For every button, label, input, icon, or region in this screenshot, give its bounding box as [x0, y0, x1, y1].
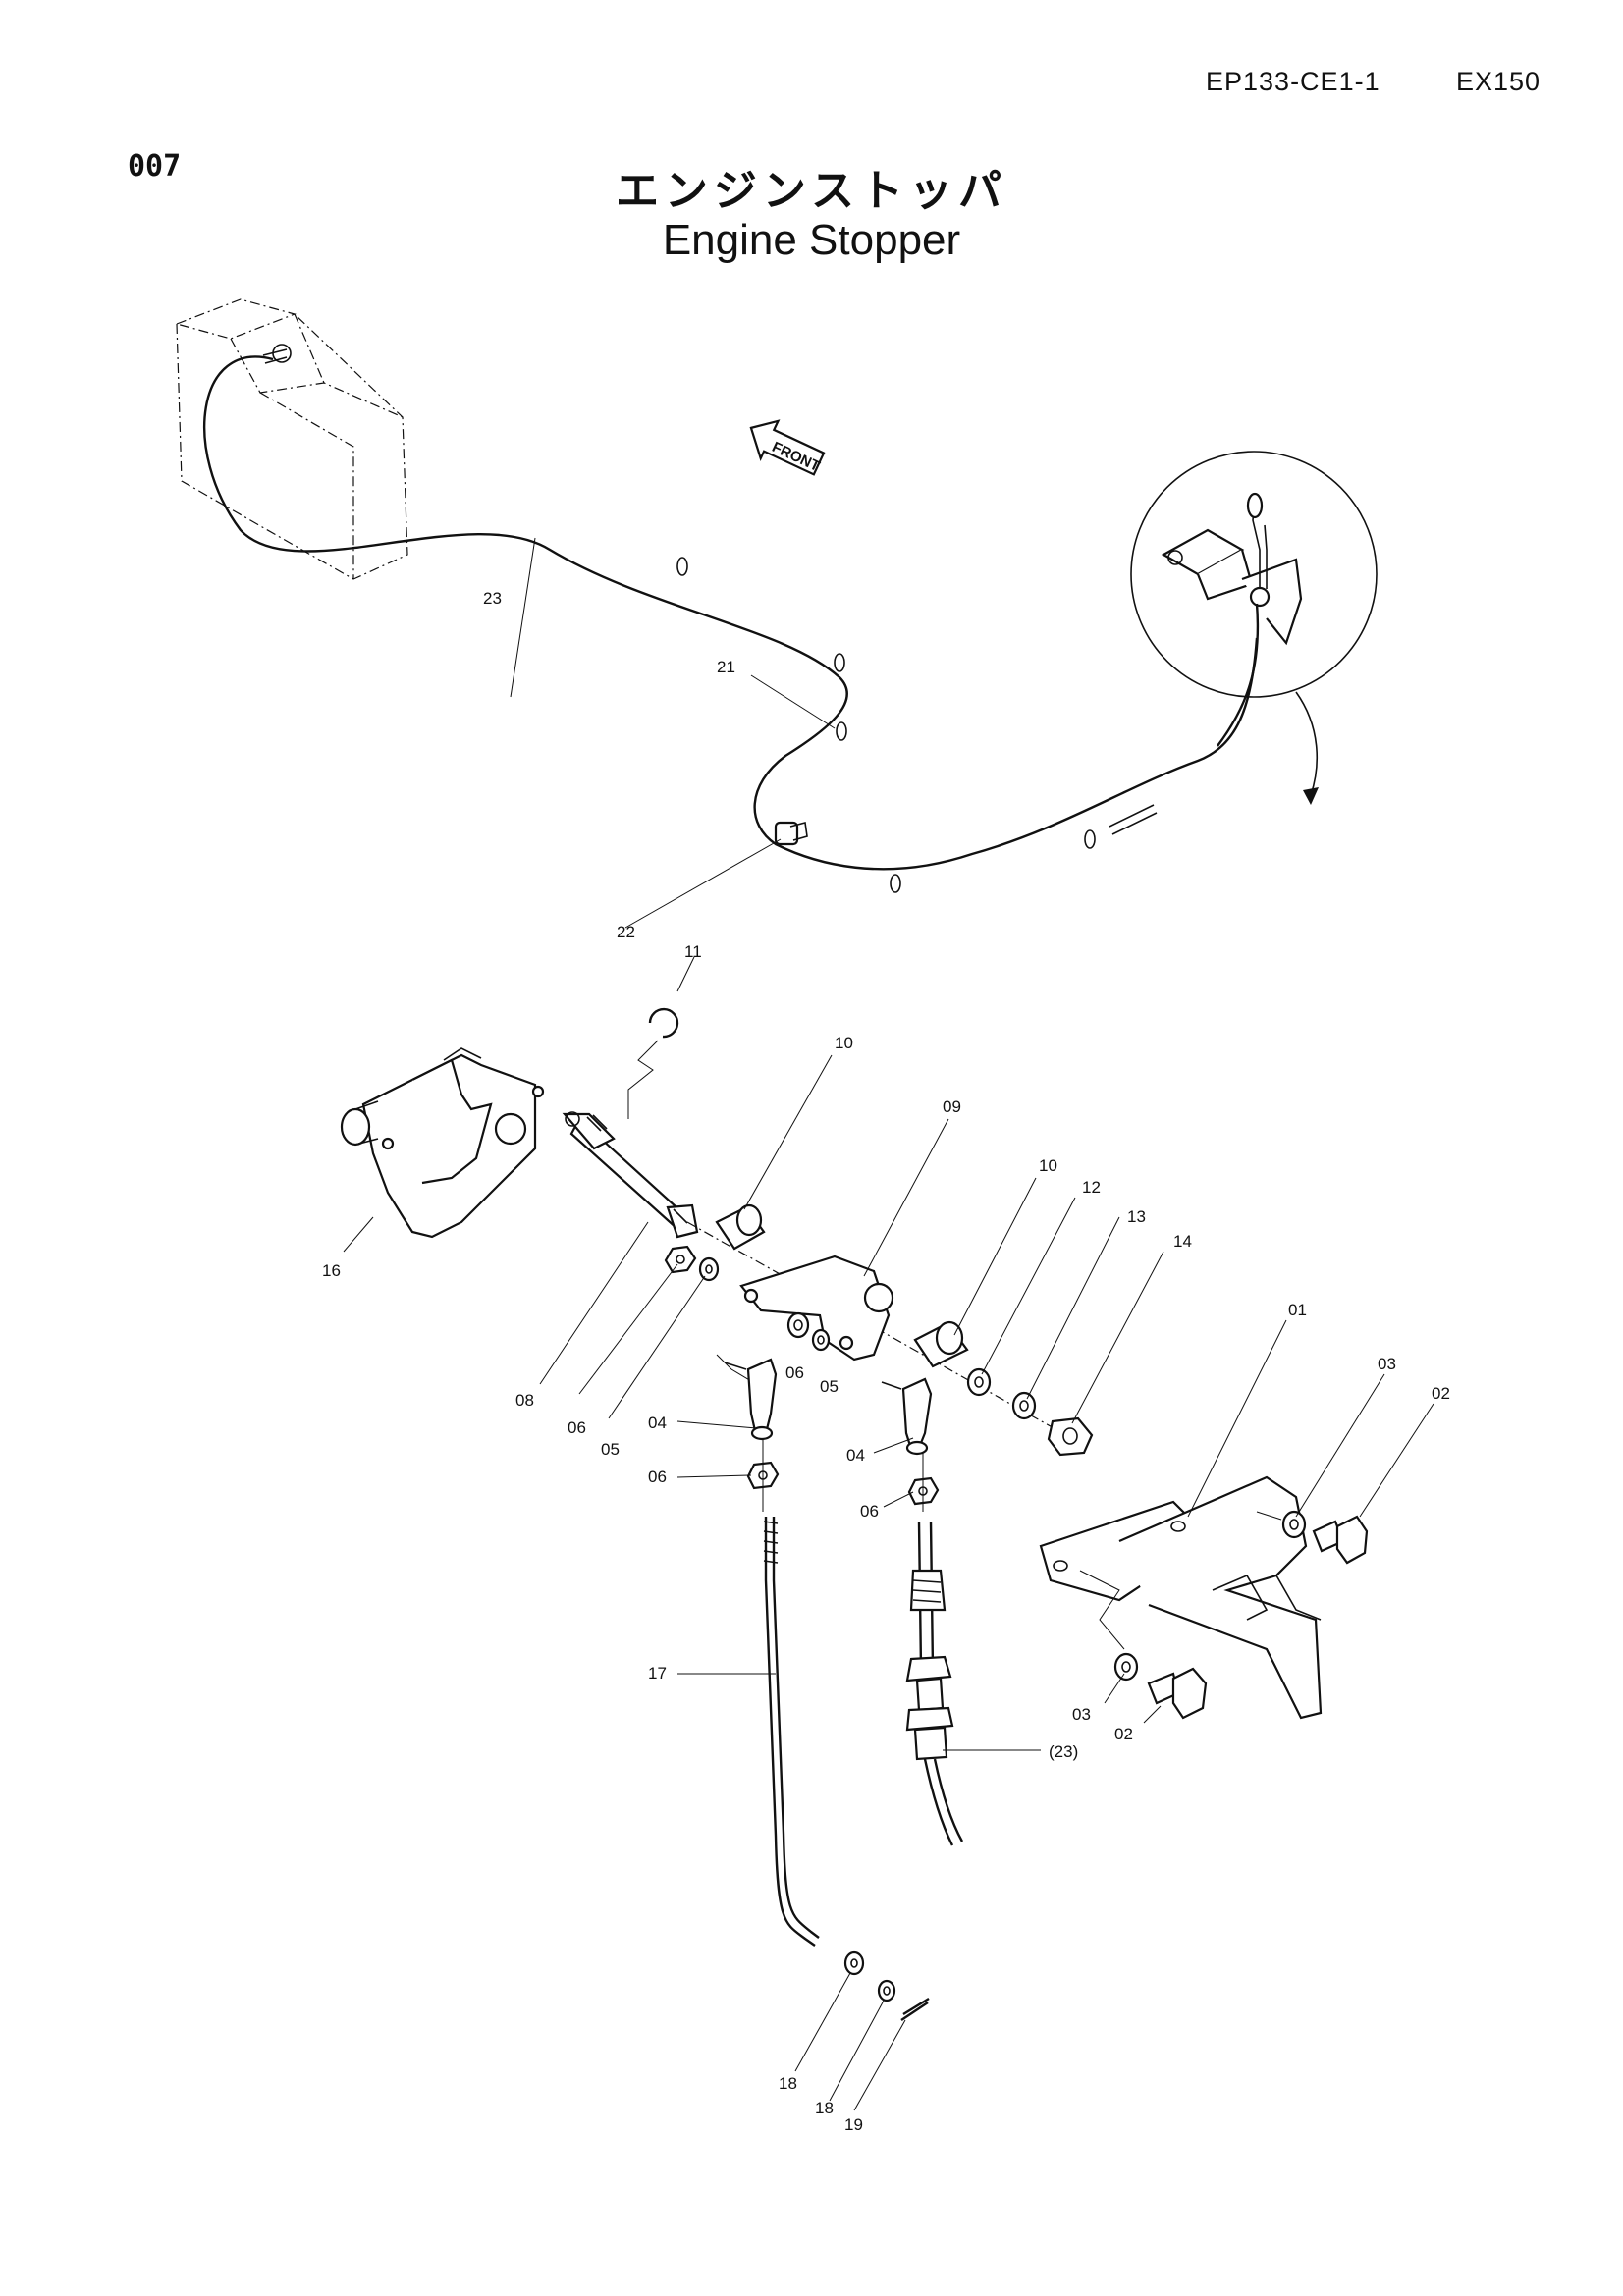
label-14: 14 — [1173, 1232, 1192, 1251]
label-17: 17 — [648, 1664, 667, 1682]
label-08: 08 — [515, 1391, 534, 1410]
shaft-08 — [562, 1111, 699, 1239]
detail-view-circle — [1130, 451, 1378, 747]
label-05a: 05 — [601, 1440, 620, 1459]
label-10b: 10 — [1039, 1156, 1057, 1175]
label-04a: 04 — [648, 1414, 667, 1432]
bracket-16 — [340, 1047, 545, 1239]
ball-joint-04-left — [716, 1354, 778, 1441]
bolt-02-upper — [1312, 1515, 1369, 1565]
label-23-ref: (23) — [1049, 1742, 1078, 1761]
cable-clip-marks — [676, 557, 1096, 893]
front-direction-arrow: FRONT — [749, 419, 826, 476]
label-04b: 04 — [846, 1446, 865, 1465]
washer-03-upper — [1281, 1510, 1307, 1539]
nut-06-mid — [786, 1311, 810, 1339]
cable-end-threaded — [905, 1453, 964, 1846]
label-05b: 05 — [820, 1377, 839, 1396]
label-06a: 06 — [568, 1418, 586, 1437]
label-22: 22 — [617, 923, 635, 941]
washer-18-b — [877, 1979, 896, 2002]
label-18a: 18 — [779, 2074, 797, 2093]
washer-18-a — [843, 1950, 865, 1976]
label-12: 12 — [1082, 1178, 1101, 1197]
cable-clamp-22 — [774, 821, 808, 846]
washer-12 — [966, 1367, 992, 1397]
label-23: 23 — [483, 589, 502, 608]
bushing-10 — [715, 1203, 766, 1251]
detail-rotation-arrowhead — [1303, 787, 1319, 805]
cotter-pin-19 — [900, 1997, 930, 2021]
label-02a: 02 — [1432, 1384, 1450, 1403]
label-09: 09 — [943, 1097, 961, 1116]
lever-09 — [739, 1255, 894, 1362]
label-03b: 03 — [1072, 1705, 1091, 1724]
stop-cable — [203, 355, 1259, 871]
page-number: 007 — [128, 149, 182, 184]
label-06d: 06 — [860, 1502, 879, 1521]
leader-lines — [343, 537, 1434, 2111]
label-19: 19 — [844, 2115, 863, 2134]
label-10a: 10 — [835, 1034, 853, 1052]
cable-sheath-double-line — [1109, 804, 1158, 835]
washer-05-mid — [811, 1328, 831, 1352]
rod-17 — [762, 1438, 820, 1947]
bracket-01 — [1039, 1475, 1323, 1720]
detail-rotation-arrow — [1295, 691, 1319, 796]
label-16: 16 — [322, 1261, 341, 1280]
label-21: 21 — [717, 658, 735, 676]
washer-05-left — [698, 1256, 720, 1282]
label-18b: 18 — [815, 2099, 834, 2117]
label-13: 13 — [1127, 1207, 1146, 1226]
label-01: 01 — [1288, 1301, 1307, 1319]
title-japanese: エンジンストッパ — [615, 166, 1008, 216]
label-06c: 06 — [648, 1468, 667, 1486]
washer-03-lower — [1113, 1652, 1139, 1682]
bushing-10-right — [913, 1320, 969, 1368]
bolt-guide-lines — [1079, 1511, 1282, 1650]
bolt-02-lower — [1147, 1667, 1208, 1720]
label-11: 11 — [684, 942, 702, 961]
model-name: EX150 — [1456, 67, 1542, 96]
nut-06-left — [664, 1245, 697, 1274]
label-03a: 03 — [1378, 1355, 1396, 1373]
document-code: EP133-CE1-1 — [1206, 67, 1380, 96]
label-06b: 06 — [785, 1363, 804, 1382]
ball-joint-04-right — [881, 1377, 933, 1456]
label-02b: 02 — [1114, 1725, 1133, 1743]
nut-14 — [1047, 1416, 1094, 1457]
snap-ring-11 — [627, 1007, 679, 1119]
engine-stop-lever-icon — [262, 344, 292, 364]
washer-13 — [1011, 1391, 1037, 1420]
title-english: Engine Stopper — [662, 216, 961, 264]
engine-block-outline — [175, 298, 408, 580]
